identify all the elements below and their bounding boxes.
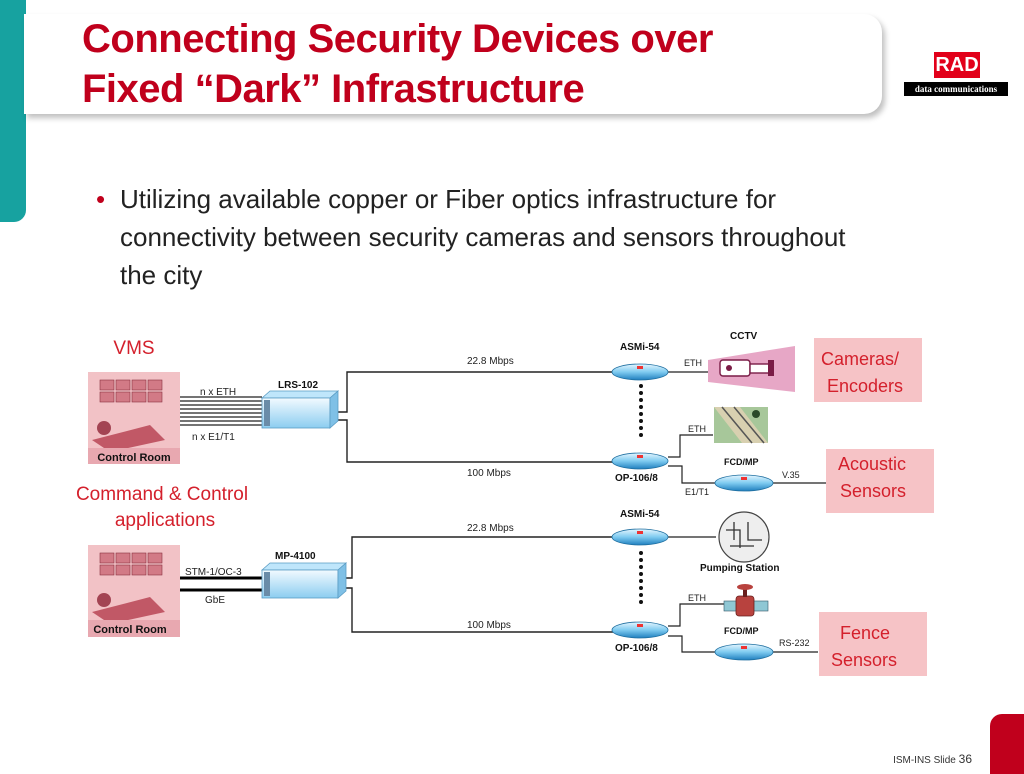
rate-top-2: 100 Mbps <box>467 468 511 479</box>
lrs-102-device <box>260 390 340 429</box>
asmi-54-bottom-label: ASMi-54 <box>620 509 660 520</box>
op-106-bottom-label: OP-106/8 <box>615 643 658 654</box>
asmi-54-top-label: ASMi-54 <box>620 342 660 353</box>
fcd-mp-top-device <box>714 474 774 492</box>
acoustic-box <box>826 449 934 513</box>
command-control-line-2: applications <box>115 510 215 531</box>
title-panel <box>24 14 882 114</box>
bullet-text: Utilizing available copper or Fiber opti… <box>120 184 846 290</box>
v35-label: V.35 <box>782 470 800 480</box>
eth-rail-label: ETH <box>688 424 706 434</box>
fence-line-1: Fence <box>840 623 890 643</box>
fcd-mp-bottom-label: FCD/MP <box>724 626 759 636</box>
n-eth-label: n x ETH <box>200 387 236 398</box>
rate-bot-2: 100 Mbps <box>467 620 511 631</box>
acoustic-line-1: Acoustic <box>838 454 906 474</box>
logo-tagline: data communications <box>904 82 1008 96</box>
cameras-line-2: Encoders <box>827 376 903 396</box>
asmi-54-bottom-device <box>611 528 669 546</box>
n-e1-label: n x E1/T1 <box>192 432 235 443</box>
fcd-mp-bottom-device <box>714 643 774 661</box>
control-room-top <box>88 372 180 464</box>
slide-number: 36 <box>958 752 972 766</box>
title-line-1: Connecting Security Devices over <box>82 17 713 61</box>
bullet-dot-icon: • <box>96 184 106 214</box>
footer-text: ISM-INS Slide <box>893 755 956 766</box>
vms-label: VMS <box>113 338 154 359</box>
fence-box <box>819 612 927 676</box>
mp-4100-label: MP-4100 <box>275 551 316 562</box>
op-106-top-device <box>611 452 669 470</box>
title-line-2: Fixed “Dark” Infrastructure <box>82 67 585 111</box>
control-room-top-label: Control Room <box>97 452 171 464</box>
bullet-point: • Utilizing available copper or Fiber op… <box>96 180 876 294</box>
command-control-line-1: Command & Control <box>76 484 248 505</box>
rate-top-1: 22.8 Mbps <box>467 356 514 367</box>
op-106-bottom-device <box>611 621 669 639</box>
control-room-bottom-label: Control Room <box>93 624 167 636</box>
fence-line-2: Sensors <box>831 650 897 670</box>
corner-accent <box>990 714 1024 774</box>
railway-sensor-icon <box>714 406 768 444</box>
slide-footer: ISM-INS Slide 36 <box>893 752 972 766</box>
cameras-box <box>814 338 922 402</box>
pumping-station-icon <box>718 511 770 563</box>
rate-bot-1: 22.8 Mbps <box>467 523 514 534</box>
acoustic-line-2: Sensors <box>840 481 906 501</box>
cameras-line-1: Cameras/ <box>821 349 899 369</box>
logo-brand: RAD <box>934 52 980 78</box>
control-room-bottom <box>88 545 180 637</box>
op-106-top-label: OP-106/8 <box>615 473 658 484</box>
cctv-label: CCTV <box>730 331 758 342</box>
valve-icon <box>723 584 769 617</box>
gbe-label: GbE <box>205 595 225 606</box>
eth-cctv-label: ETH <box>684 358 702 368</box>
stm-label: STM-1/OC-3 <box>185 567 242 578</box>
mp-4100-device <box>260 562 348 599</box>
left-accent-tab <box>0 0 26 222</box>
eth-pump-label: ETH <box>688 593 706 603</box>
cctv-camera-icon <box>708 346 795 392</box>
fcd-mp-top-label: FCD/MP <box>724 457 759 467</box>
e1t1-label: E1/T1 <box>685 487 709 497</box>
slide-title: Connecting Security Devices over Fixed “… <box>82 14 862 114</box>
pumping-station-label: Pumping Station <box>700 563 779 574</box>
rad-logo: RAD data communications <box>904 52 1008 96</box>
rs232-label: RS-232 <box>779 638 810 648</box>
lrs-102-label: LRS-102 <box>278 380 318 391</box>
asmi-54-top-device <box>611 363 669 381</box>
